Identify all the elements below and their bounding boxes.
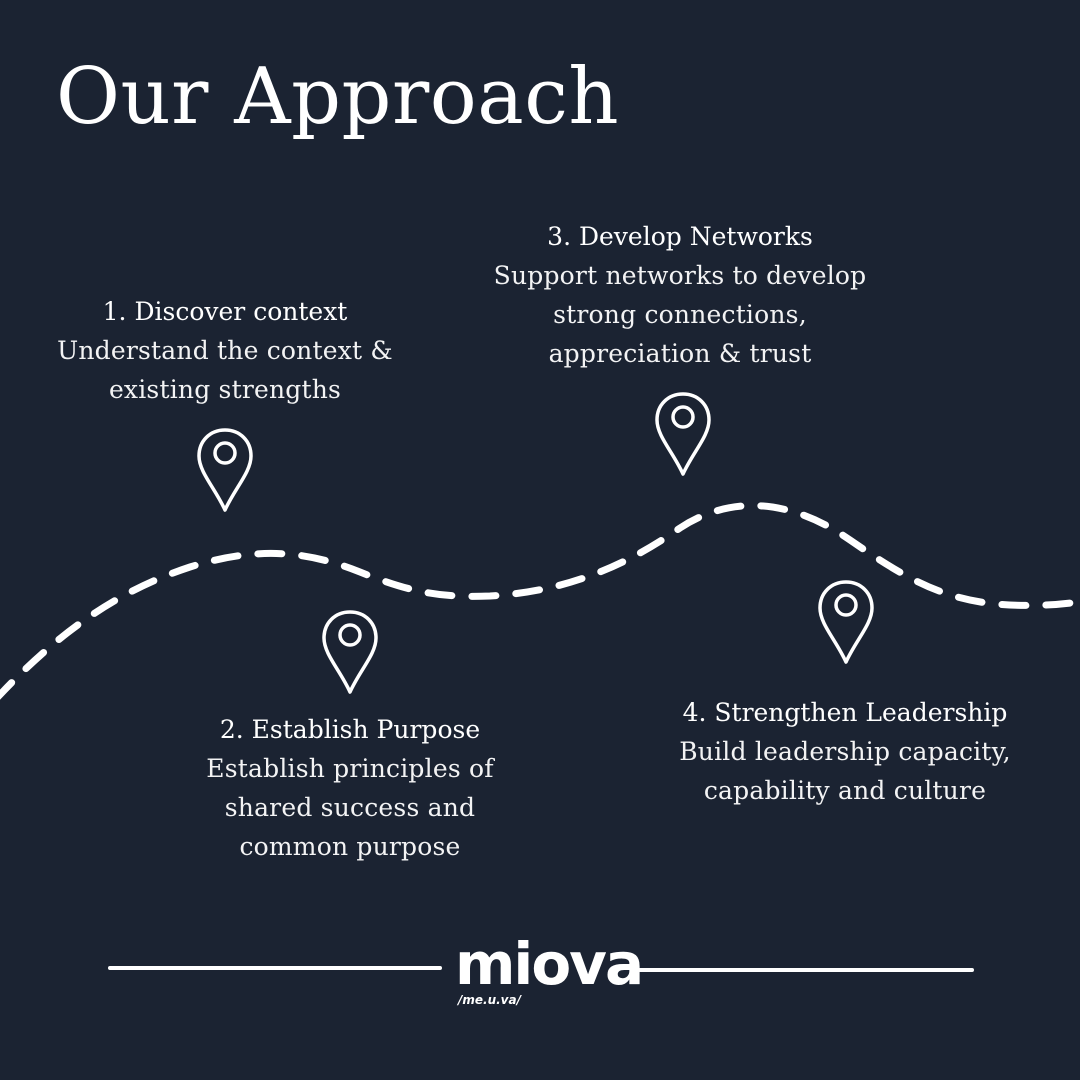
- step-description-line: Understand the context &: [57, 336, 393, 365]
- step-description-line: shared success and: [224, 793, 476, 822]
- brand-logo: miova /me.u.va/: [455, 930, 644, 1007]
- logo-pronunciation: /me.u.va/: [458, 993, 521, 1007]
- step-description-line: existing strengths: [108, 375, 342, 404]
- logo-wordmark: miova: [455, 930, 644, 998]
- step-description-line: Establish principles of: [206, 754, 494, 783]
- step-heading: 1. Discover context: [102, 297, 348, 326]
- step-strengthen-leadership: 4. Strengthen Leadership Build leadershi…: [640, 694, 1050, 810]
- step-description-line: capability and culture: [703, 776, 987, 805]
- page-title: Our Approach: [56, 52, 620, 142]
- step-description-line: Support networks to develop: [493, 261, 867, 290]
- step-description-line: strong connections,: [553, 300, 807, 329]
- step-discover-context: 1. Discover context Understand the conte…: [40, 293, 410, 409]
- step-description-line: Build leadership capacity,: [679, 737, 1011, 766]
- step-heading: 4. Strengthen Leadership: [682, 698, 1008, 727]
- dashed-route-line: [0, 502, 1080, 700]
- map-pin-icon: [197, 428, 253, 512]
- map-pin-icon: [322, 610, 378, 694]
- footer-divider-left: [108, 966, 442, 970]
- step-description-line: common purpose: [239, 832, 461, 861]
- map-pin-icon: [818, 580, 874, 664]
- step-heading: 2. Establish Purpose: [219, 715, 481, 744]
- footer-divider-right: [638, 968, 974, 972]
- step-establish-purpose: 2. Establish Purpose Establish principle…: [165, 711, 535, 866]
- step-develop-networks: 3. Develop Networks Support networks to …: [470, 218, 890, 373]
- step-heading: 3. Develop Networks: [547, 222, 813, 251]
- map-pin-icon: [655, 392, 711, 476]
- step-description-line: appreciation & trust: [548, 339, 812, 368]
